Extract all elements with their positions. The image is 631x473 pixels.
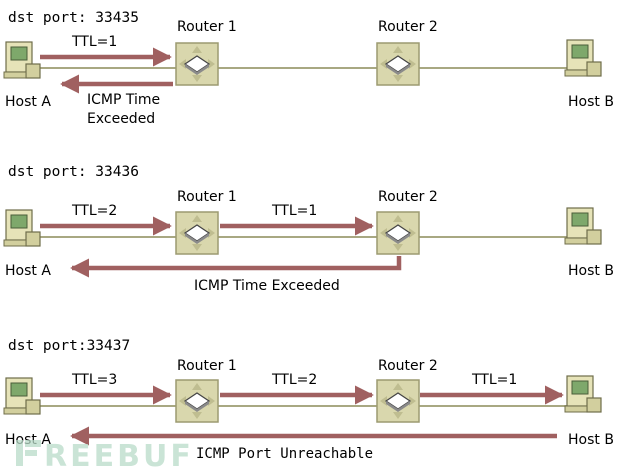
scenario-3-ttl-label-1: TTL=3 [71, 372, 117, 388]
scenario-1-host-a-label: Host A [5, 94, 51, 110]
scenario-1-ttl-label-1: TTL=1 [71, 34, 117, 50]
scenario-1-reply-label-line-1: ICMP Time [87, 92, 160, 108]
scenario-1-router-1-label: Router 1 [177, 19, 237, 35]
scenario-3-router-1-icon [175, 379, 219, 423]
scenario-3-router-2-label: Router 2 [378, 358, 438, 374]
scenario-2-host-a-label: Host A [5, 263, 51, 279]
freebuf-logo-icon [16, 440, 41, 466]
scenario-1-host-b-label: Host B [568, 94, 614, 110]
scenario-3-host-b-label: Host B [568, 432, 614, 448]
scenario-1-host-b-icon [564, 39, 602, 77]
scenario-2-host-b-icon [564, 207, 602, 245]
scenario-3: dst port:33437 [3, 338, 614, 462]
scenario-3-ttl-label-2: TTL=2 [271, 372, 317, 388]
scenario-1-router-1-icon [175, 42, 219, 86]
scenario-2-router-1-icon [175, 211, 219, 255]
watermark-text: REEBUF [44, 439, 194, 473]
scenario-2-port-label: dst port: 33436 [8, 164, 139, 180]
scenario-2-router-2-icon [376, 211, 420, 255]
scenario-3-router-2-icon [376, 379, 420, 423]
scenario-2-router-1-label: Router 1 [177, 189, 237, 205]
scenario-2-ttl-label-2: TTL=1 [271, 203, 317, 219]
scenario-3-host-b-icon [564, 375, 602, 413]
scenario-1-reply-label-line-2: Exceeded [87, 111, 155, 127]
scenario-3-ttl-label-3: TTL=1 [471, 372, 517, 388]
scenario-2-ttl-label-1: TTL=2 [71, 203, 117, 219]
scenario-2-reply-arrow [70, 256, 402, 278]
scenario-1: dst port: 33435 [3, 10, 614, 127]
scenario-1-port-label: dst port: 33435 [8, 10, 139, 26]
scenario-1-host-a-icon [3, 41, 41, 79]
scenario-2-router-2-label: Router 2 [378, 189, 438, 205]
scenario-2: dst port: 33436 TTL= [3, 164, 614, 294]
scenario-2-reply-label: ICMP Time Exceeded [194, 278, 340, 294]
scenario-1-router-2-icon [376, 42, 420, 86]
scenario-3-port-label: dst port:33437 [8, 338, 130, 354]
watermark: REEBUF [16, 439, 194, 473]
scenario-3-host-a-icon [3, 377, 41, 415]
scenario-3-router-1-label: Router 1 [177, 358, 237, 374]
scenario-2-host-b-label: Host B [568, 263, 614, 279]
scenario-3-reply-label: ICMP Port Unreachable [196, 446, 373, 462]
scenario-2-host-a-icon [3, 209, 41, 247]
scenario-1-router-2-label: Router 2 [378, 19, 438, 35]
